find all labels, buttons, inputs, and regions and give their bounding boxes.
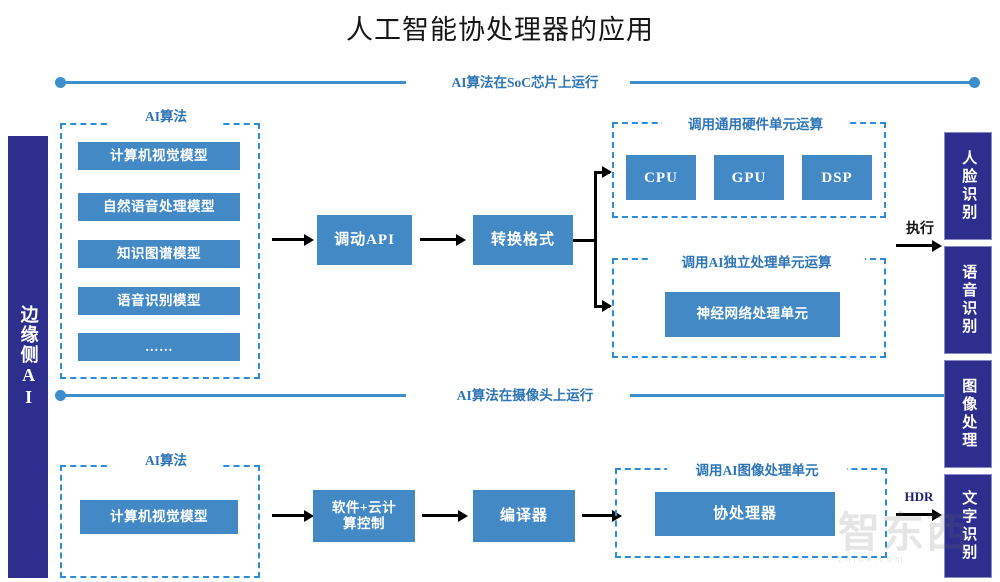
output-image-processing[interactable]: 图像处理 [944, 360, 992, 468]
branch-stem [573, 239, 597, 242]
arrow-bottom-algorithms-to-software [272, 510, 314, 522]
arrow-head [932, 240, 942, 252]
output-speech-recognition[interactable]: 语音识别 [944, 246, 992, 354]
arrow-shaft [896, 513, 932, 516]
image-unit-coprocessor[interactable]: 协处理器 [655, 492, 835, 536]
algorithm-item-more[interactable]: …… [78, 333, 240, 361]
edge-ai-sidebar: 边缘侧AI [8, 136, 48, 578]
arrow-head [458, 510, 468, 522]
hdr-label: HDR [904, 489, 934, 504]
step-call-api[interactable]: 调动API [317, 215, 412, 265]
arrow-head [612, 510, 622, 522]
algorithm-item-computer-vision[interactable]: 计算机视觉模型 [78, 142, 240, 170]
arrow-head [456, 234, 466, 246]
arrow-software-to-compiler [422, 510, 468, 522]
arrow-execute-to-outputs [896, 240, 942, 252]
output-label: 图像处理 [960, 378, 977, 450]
arrow-head [602, 166, 612, 178]
algorithm-item-knowledge-graph[interactable]: 知识图谱模型 [78, 240, 240, 268]
edge-ai-label: 边缘侧AI [18, 305, 39, 409]
rail-dot-left [55, 390, 66, 401]
divider-camera: AI算法在摄像头上运行 [0, 384, 1000, 405]
arrow-to-ai-unit-group [600, 300, 614, 312]
hardware-unit-cpu[interactable]: CPU [626, 155, 696, 200]
algorithm-item-nlp[interactable]: 自然语音处理模型 [78, 193, 240, 221]
arrow-head [304, 510, 314, 522]
divider-soc-label: AI算法在SoC芯片上运行 [406, 71, 644, 91]
output-text-recognition[interactable]: 文字识别 [944, 474, 992, 578]
branch-vertical [594, 171, 597, 308]
rail-line-right [630, 394, 975, 397]
hardware-unit-group-label: 调用通用硬件单元运算 [662, 113, 849, 133]
arrow-shaft [422, 514, 458, 517]
arrow-shaft [420, 238, 456, 241]
output-label: 人脸识别 [960, 150, 977, 222]
ai-processing-unit-group-label: 调用AI独立处理单元运算 [648, 251, 865, 271]
hardware-unit-gpu[interactable]: GPU [714, 155, 784, 200]
page-title: 人工智能协处理器的应用 [346, 15, 654, 45]
divider-camera-label: AI算法在摄像头上运行 [406, 384, 644, 404]
arrow-shaft [272, 238, 304, 241]
arrow-head [304, 234, 314, 246]
arrow-compiler-to-image-unit [582, 510, 622, 522]
ai-unit-npu[interactable]: 神经网络处理单元 [665, 292, 840, 337]
divider-soc: AI算法在SoC芯片上运行 [0, 71, 1000, 92]
arrow-api-to-convert [420, 234, 466, 246]
step-convert-format[interactable]: 转换格式 [473, 215, 573, 265]
rail-dot-right [969, 77, 980, 88]
output-face-recognition[interactable]: 人脸识别 [944, 132, 992, 240]
arrow-head [602, 300, 612, 312]
arrow-shaft [896, 244, 932, 247]
arrow-head [932, 509, 942, 521]
rail-line-right [630, 81, 975, 84]
top-algorithms-group-label: AI算法 [110, 105, 222, 125]
arrow-shaft [582, 514, 612, 517]
output-label: 语音识别 [960, 264, 977, 336]
arrow-shaft [272, 514, 304, 517]
execute-label: 执行 [906, 222, 934, 237]
rail-line-left [61, 81, 406, 84]
step-compiler[interactable]: 编译器 [473, 490, 575, 542]
arrow-algorithms-to-api [272, 234, 314, 246]
algorithm-item-speech-recognition[interactable]: 语音识别模型 [78, 287, 240, 315]
rail-line-left [61, 394, 406, 397]
step-software-cloud-control[interactable]: 软件+云计算控制 [313, 490, 415, 542]
arrow-hdr-to-outputs [896, 509, 942, 521]
arrow-to-hardware-group [600, 166, 614, 178]
output-label: 文字识别 [960, 490, 977, 562]
rail-dot-left [55, 77, 66, 88]
bottom-algorithm-item-computer-vision[interactable]: 计算机视觉模型 [80, 500, 238, 534]
hardware-unit-dsp[interactable]: DSP [802, 155, 872, 200]
image-processing-unit-group-label: 调用AI图像处理单元 [667, 459, 847, 479]
bottom-algorithms-group-label: AI算法 [110, 449, 222, 469]
